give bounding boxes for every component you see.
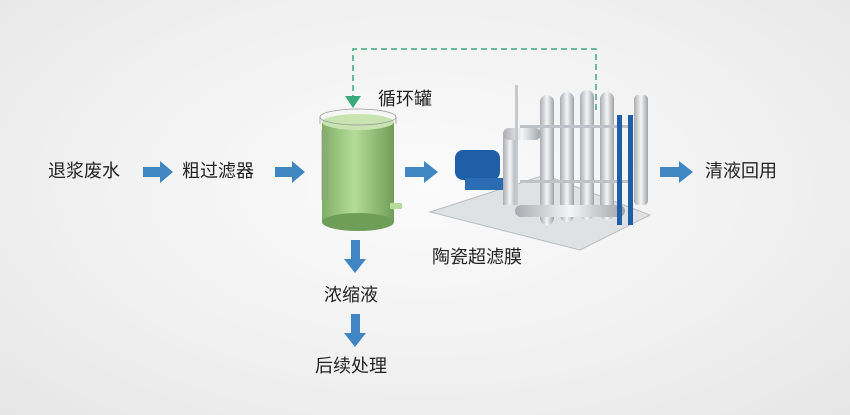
label-post: 后续处理 [315, 356, 387, 377]
arrow-to-permeate [660, 161, 693, 183]
label-input: 退浆废水 [48, 161, 120, 182]
arrow-to-prefilter [143, 161, 173, 183]
arrow-to-post [344, 314, 366, 347]
label-membrane: 陶瓷超滤膜 [432, 247, 522, 268]
arrow-to-concentrate [344, 240, 366, 273]
recycle-arrowhead [345, 96, 361, 108]
membrane-skid-image [428, 85, 652, 251]
label-tank: 循环罐 [378, 89, 432, 110]
arrow-to-membrane [405, 161, 438, 183]
label-permeate: 清液回用 [705, 161, 777, 182]
label-prefilter: 粗过滤器 [182, 161, 254, 182]
tank-image [319, 108, 402, 231]
label-concentrate: 浓缩液 [324, 285, 378, 306]
arrow-to-tank [275, 161, 305, 183]
recycle-line [352, 48, 597, 110]
